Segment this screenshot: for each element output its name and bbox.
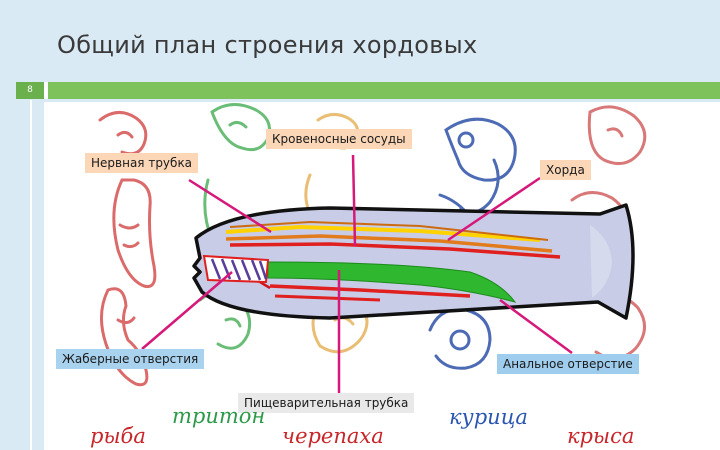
pointer-gill-slits bbox=[141, 271, 233, 350]
label-notochord: Хорда bbox=[540, 160, 591, 180]
chordate-body bbox=[192, 203, 635, 320]
caption-chicken: курица bbox=[449, 405, 528, 429]
caption-newt: тритон bbox=[172, 404, 266, 428]
label-anal-opening: Анальное отверстие bbox=[497, 354, 639, 374]
header-gap bbox=[44, 82, 48, 99]
label-digestive-tube: Пищеварительная трубка bbox=[238, 393, 415, 413]
pointer-lines bbox=[141, 154, 573, 393]
pointer-neural-tube bbox=[188, 178, 272, 234]
neural-tube-edge bbox=[229, 220, 549, 241]
pointer-notochord bbox=[447, 176, 541, 242]
neural-tube bbox=[225, 224, 541, 242]
left-rule bbox=[30, 100, 32, 450]
label-neural-tube: Нервная трубка bbox=[85, 153, 199, 173]
header-bar bbox=[48, 82, 720, 99]
caption-rat: крыса bbox=[567, 424, 635, 448]
pointer-blood-vessels bbox=[351, 154, 357, 247]
tail-fin-highlight bbox=[590, 225, 612, 298]
gill-bars bbox=[210, 258, 268, 281]
ventral-blood-vessel-2 bbox=[274, 294, 381, 302]
ventral-blood-vessel-1 bbox=[269, 284, 471, 298]
notochord bbox=[225, 234, 553, 253]
organs bbox=[225, 220, 561, 303]
gill-slits bbox=[202, 254, 270, 284]
body-outline bbox=[192, 203, 635, 320]
dorsal-blood-vessel bbox=[229, 242, 561, 259]
caption-turtle: черепаха bbox=[282, 424, 384, 448]
digestive-tube bbox=[267, 261, 517, 303]
pointer-anal-opening bbox=[499, 298, 573, 355]
label-blood-vessels: Кровеносные сосуды bbox=[266, 129, 412, 149]
label-gill-slits: Жаберные отверстия bbox=[56, 349, 205, 369]
slide-number: 8 bbox=[16, 82, 44, 99]
caption-fish: рыба bbox=[90, 424, 146, 448]
slide-title: Общий план строения хордовых bbox=[57, 31, 478, 59]
